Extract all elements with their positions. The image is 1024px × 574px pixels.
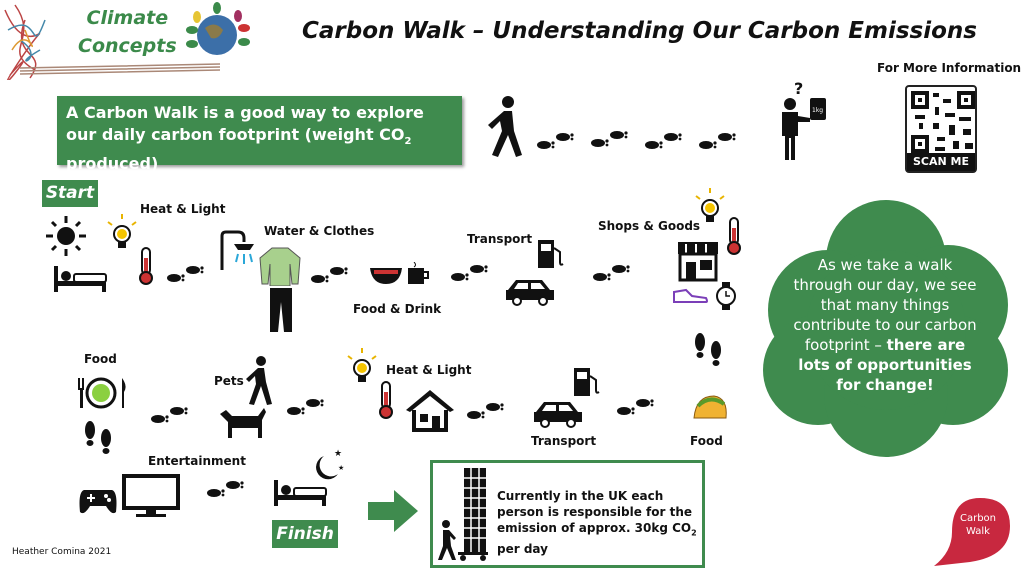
stage-entertainment: Entertainment — [148, 454, 246, 468]
green-arrow-icon — [368, 490, 418, 532]
fuel-pump-icon — [538, 240, 564, 268]
footprints-icon — [286, 396, 326, 418]
logo-line-2: Concepts — [78, 35, 177, 57]
footprints-icon — [590, 128, 630, 150]
stage-food: Food — [84, 352, 117, 366]
taco-icon — [693, 395, 727, 419]
finish-label: Finish — [272, 520, 338, 548]
logo-threads-image — [4, 2, 250, 80]
fact-text-end: per day — [497, 542, 548, 557]
qr-code[interactable]: SCAN ME — [905, 85, 977, 173]
stage-food-drink: Food & Drink — [353, 302, 442, 316]
stage-transport: Transport — [467, 232, 533, 246]
sun-icon — [46, 216, 86, 256]
cloud-text-bold: there are lots of opportunities for chan… — [798, 336, 972, 394]
cloud-text-plain: As we take a walk through our day, we se… — [793, 256, 977, 354]
shoe-icon — [673, 288, 708, 303]
walking-person-icon — [246, 356, 272, 405]
footprints-icon — [536, 130, 576, 152]
logo-line-1: Climate — [86, 7, 169, 29]
stage-pets: Pets — [214, 374, 244, 388]
shower-icon — [220, 230, 254, 270]
stage-heat-light: Heat & Light — [140, 202, 226, 216]
stage-transport-2: Transport — [531, 434, 597, 448]
car-icon — [534, 402, 582, 428]
walking-person-icon — [488, 96, 522, 157]
coffee-cup-icon — [408, 262, 429, 284]
tv-icon — [122, 474, 180, 517]
footprints-icon — [644, 130, 684, 152]
stage-shops-goods: Shops & Goods — [598, 219, 701, 233]
lightbulb-icon — [347, 348, 377, 382]
qr-pattern-icon — [911, 91, 975, 153]
thermometer-icon — [727, 217, 741, 255]
bed-icon — [54, 266, 107, 292]
car-icon — [506, 280, 554, 306]
start-label: Start — [42, 180, 98, 207]
fact-subscript: 2 — [691, 528, 697, 538]
intro-subscript: 2 — [404, 136, 412, 148]
stage-food-2: Food — [690, 434, 723, 448]
fuel-pump-icon — [574, 368, 600, 396]
intro-text-end: produced) — [66, 154, 159, 174]
question-mark: ? — [794, 80, 803, 98]
svg-text:★: ★ — [338, 464, 344, 472]
sweater-icon — [259, 247, 301, 286]
person-with-bag-icon: ? 1kg — [782, 80, 826, 160]
person-pushing-trolley-icon — [438, 468, 488, 561]
bowl-icon — [370, 268, 402, 284]
bag-label: 1kg — [812, 107, 823, 114]
house-icon — [406, 390, 454, 432]
page-title: Carbon Walk – Understanding Our Carbon E… — [302, 18, 977, 44]
intro-box: A Carbon Walk is a good way to explore o… — [57, 96, 462, 173]
scan-me-label: SCAN ME — [907, 153, 975, 171]
thermometer-icon — [379, 381, 393, 419]
stage-water-clothes: Water & Clothes — [264, 224, 375, 238]
stage-heat-light-2: Heat & Light — [386, 363, 472, 377]
logo-text: Climate Concepts — [78, 4, 177, 60]
footprints-icon — [690, 330, 730, 370]
bed-night-icon: ★★ — [274, 449, 344, 506]
footprints-icon — [466, 400, 506, 422]
plate-cutlery-icon — [78, 377, 126, 409]
watch-icon — [716, 282, 736, 310]
footprints-icon — [450, 262, 490, 284]
trousers-icon — [270, 288, 292, 332]
game-controller-icon — [79, 490, 117, 514]
credit: Heather Comina 2021 — [12, 547, 112, 557]
message-cloud — [763, 200, 1008, 457]
carbon-walk-bubble — [934, 498, 1010, 566]
lightbulb-icon — [107, 214, 137, 248]
more-info-label: For More Information — [877, 61, 1022, 75]
intro-text: A Carbon Walk is a good way to explore o… — [66, 103, 424, 144]
footprints-icon — [310, 264, 350, 286]
fact-text-main: Currently in the UK each person is respo… — [497, 489, 693, 535]
svg-text:★: ★ — [334, 449, 342, 459]
lightbulb-icon — [695, 188, 725, 222]
thermometer-icon — [139, 247, 153, 285]
footprints-icon — [166, 263, 206, 285]
footprints-icon — [592, 262, 632, 284]
cloud-text: As we take a walk through our day, we se… — [790, 255, 980, 395]
fact-text: Currently in the UK each person is respo… — [497, 488, 702, 557]
bubble-text: Carbon Walk — [959, 513, 997, 537]
fact-box — [430, 460, 705, 568]
footprints-icon — [698, 130, 738, 152]
dog-icon — [220, 408, 266, 438]
shop-icon — [678, 242, 718, 282]
footprints-icon — [616, 396, 656, 418]
footprints-icon — [206, 478, 246, 500]
footprints-icon — [80, 418, 120, 458]
footprints-icon — [150, 404, 190, 426]
